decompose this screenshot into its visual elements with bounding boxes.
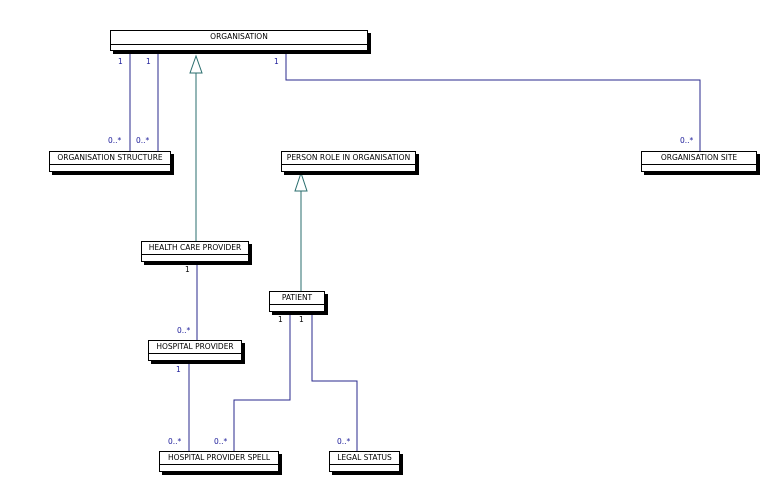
class-name: PATIENT [282, 293, 313, 302]
assoc-patient-legal-status [311, 313, 358, 451]
mult-org-structure-1-target: 0..* [108, 136, 122, 145]
mult-spell-from-patient-target: 0..* [214, 437, 228, 446]
mult-hcp-source: 1 [185, 265, 190, 274]
mult-org-site-source: 1 [274, 57, 279, 66]
class-legal-status[interactable]: LEGAL STATUS [329, 451, 404, 476]
class-name: ORGANISATION SITE [661, 153, 738, 162]
mult-hospital-provider-target: 0..* [177, 326, 191, 335]
class-organisation-structure[interactable]: ORGANISATION STRUCTURE [49, 151, 175, 176]
mult-spell-from-hp-target: 0..* [168, 437, 182, 446]
class-name: HOSPITAL PROVIDER SPELL [168, 453, 271, 462]
gen-arrow-person-role [294, 171, 308, 192]
class-name: LEGAL STATUS [337, 453, 392, 462]
class-organisation-site[interactable]: ORGANISATION SITE [641, 151, 761, 176]
gen-arrow-organisation [189, 54, 203, 74]
class-name: HOSPITAL PROVIDER [156, 342, 233, 351]
connectors [129, 54, 701, 451]
class-person-role-in-organisation[interactable]: PERSON ROLE IN ORGANISATION [281, 151, 420, 176]
class-organisation[interactable]: ORGANISATION [110, 30, 372, 55]
mult-patient-spell-source: 1 [278, 315, 283, 324]
assoc-patient-spell [233, 313, 291, 451]
mult-org-structure-2-target: 0..* [136, 136, 150, 145]
mult-hospital-provider-source: 1 [176, 365, 181, 374]
class-name: ORGANISATION [210, 32, 268, 41]
class-name: ORGANISATION STRUCTURE [57, 153, 163, 162]
mult-org-structure-2-source: 1 [146, 57, 151, 66]
class-health-care-provider[interactable]: HEALTH CARE PROVIDER [141, 241, 253, 266]
class-name: PERSON ROLE IN ORGANISATION [287, 153, 410, 162]
multiplicities: 1 1 1 0..* 0..* 0..* 1 0..* 1 1 1 0..* 0… [108, 57, 694, 446]
mult-org-structure-1-source: 1 [118, 57, 123, 66]
mult-legal-status-target: 0..* [337, 437, 351, 446]
assoc-org-site [285, 54, 701, 151]
class-hospital-provider[interactable]: HOSPITAL PROVIDER [148, 340, 246, 365]
mult-patient-legal-source: 1 [299, 315, 304, 324]
mult-org-site-target: 0..* [680, 136, 694, 145]
class-name: HEALTH CARE PROVIDER [149, 243, 242, 252]
class-hospital-provider-spell[interactable]: HOSPITAL PROVIDER SPELL [159, 451, 283, 476]
class-patient[interactable]: PATIENT [269, 291, 329, 316]
